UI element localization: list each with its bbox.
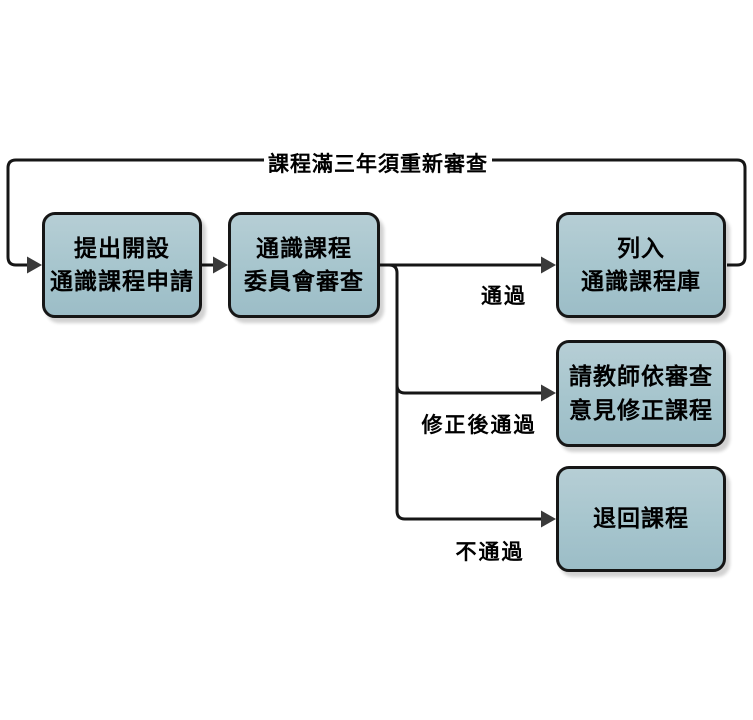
arrowhead-into-apply-icon (27, 256, 42, 274)
branch-trunk-connector (388, 263, 399, 511)
arrowhead-into-return-icon (541, 510, 556, 528)
node-add-to-course-bank: 列入 通識課程庫 (556, 212, 726, 318)
edge-label-pass: 通過 (481, 285, 527, 308)
arrowhead-into-revise-icon (541, 384, 556, 402)
node-submit-course-application: 提出開設 通識課程申請 (42, 212, 202, 318)
node-revise-course-per-comments: 請教師依審查 意見修正課程 (556, 340, 726, 447)
branch-to-return-connector (395, 510, 542, 521)
node-return-course: 退回課程 (556, 466, 726, 572)
branch-to-revise-connector (395, 384, 542, 395)
arrowhead-into-review-icon (213, 256, 228, 274)
arrowhead-into-listed-icon (541, 256, 556, 274)
edge-label-fail: 不通過 (455, 541, 525, 564)
loop-label-reexamine-after-three-years: 課程滿三年須重新審查 (264, 148, 492, 178)
edge-label-pass-after-revision: 修正後通過 (421, 414, 537, 437)
node-committee-review: 通識課程 委員會審查 (228, 212, 380, 318)
